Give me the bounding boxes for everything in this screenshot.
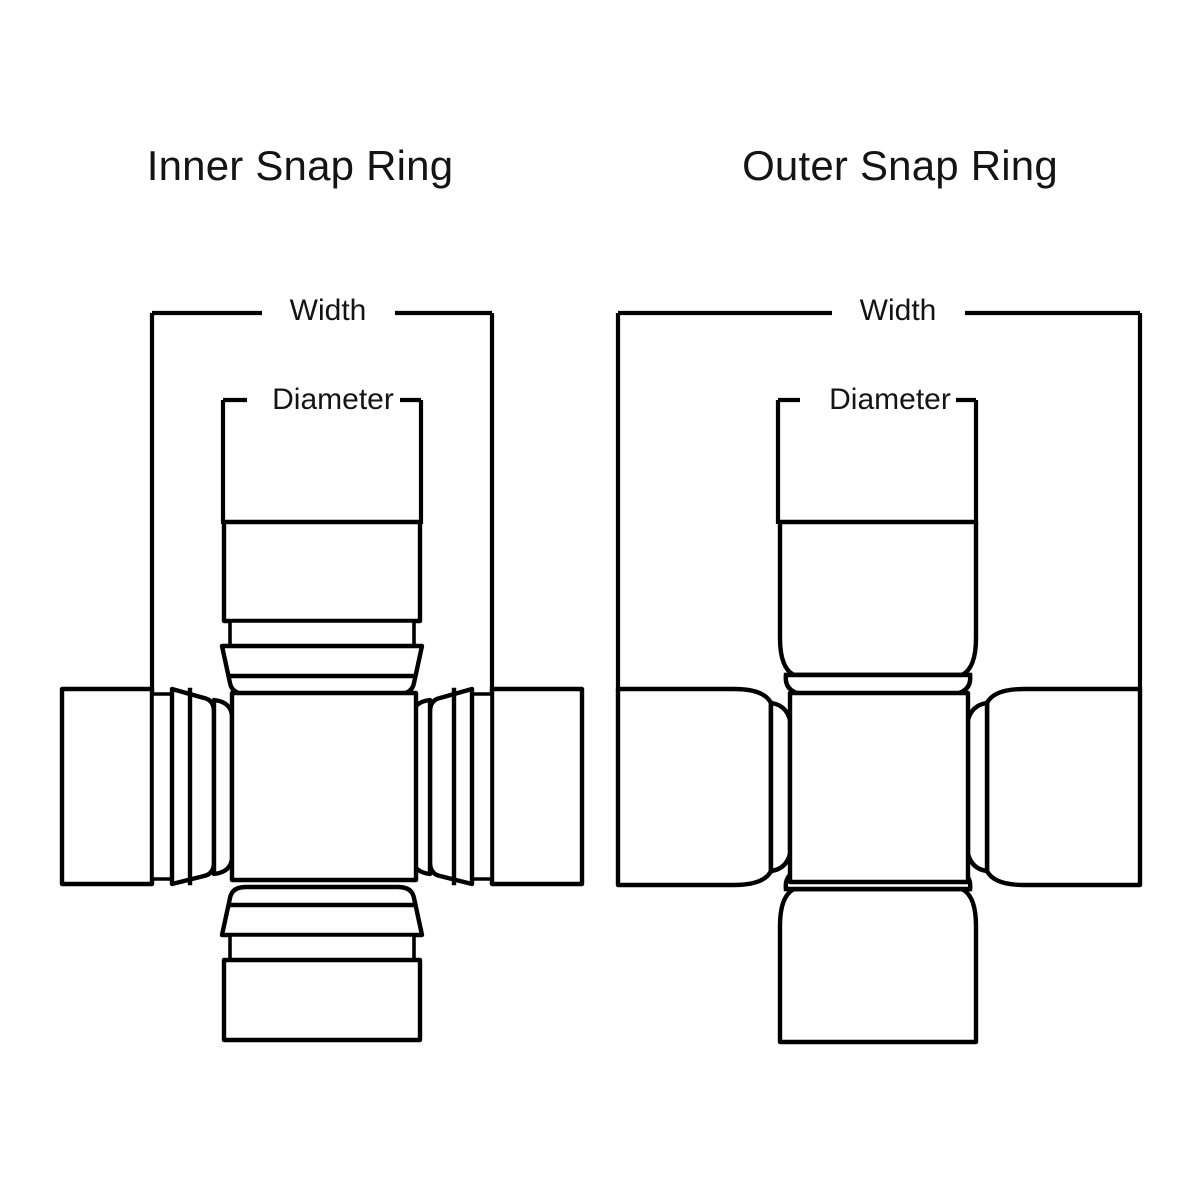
bottom-bearing-cap-outer: [777, 867, 979, 1045]
cross-body-inner: [229, 690, 419, 883]
panel-outer-snap-ring: Outer Snap Ring Width Diameter: [600, 0, 1200, 1200]
diameter-dimension-outer: [775, 397, 979, 524]
panel-title-inner: Inner Snap Ring: [146, 142, 454, 189]
width-label-inner: Width: [289, 294, 367, 327]
bottom-bearing-cap-inner: [219, 884, 425, 1043]
width-dimension-inner: [149, 310, 495, 692]
panel-title-outer: Outer Snap Ring: [742, 142, 1058, 189]
top-bearing-cap-outer: [777, 519, 979, 697]
width-label-outer: Width: [859, 294, 937, 327]
diameter-dimension-inner: [220, 397, 424, 524]
right-bearing-cap-outer: [965, 686, 1143, 888]
diameter-label-inner: Diameter: [272, 383, 394, 416]
cross-body-outer: [787, 690, 971, 885]
diameter-label-outer: Diameter: [829, 383, 951, 416]
outer-snap-ring-drawing: [615, 310, 1143, 1045]
width-dimension-outer: [615, 310, 1143, 692]
left-bearing-cap-inner: [59, 686, 235, 887]
left-bearing-cap-outer: [615, 686, 793, 888]
inner-snap-ring-drawing: [59, 310, 585, 1043]
panel-inner-snap-ring: Inner Snap Ring Width Diameter: [59, 142, 585, 1043]
top-bearing-cap-inner: [219, 519, 425, 697]
right-bearing-cap-inner: [409, 686, 585, 887]
